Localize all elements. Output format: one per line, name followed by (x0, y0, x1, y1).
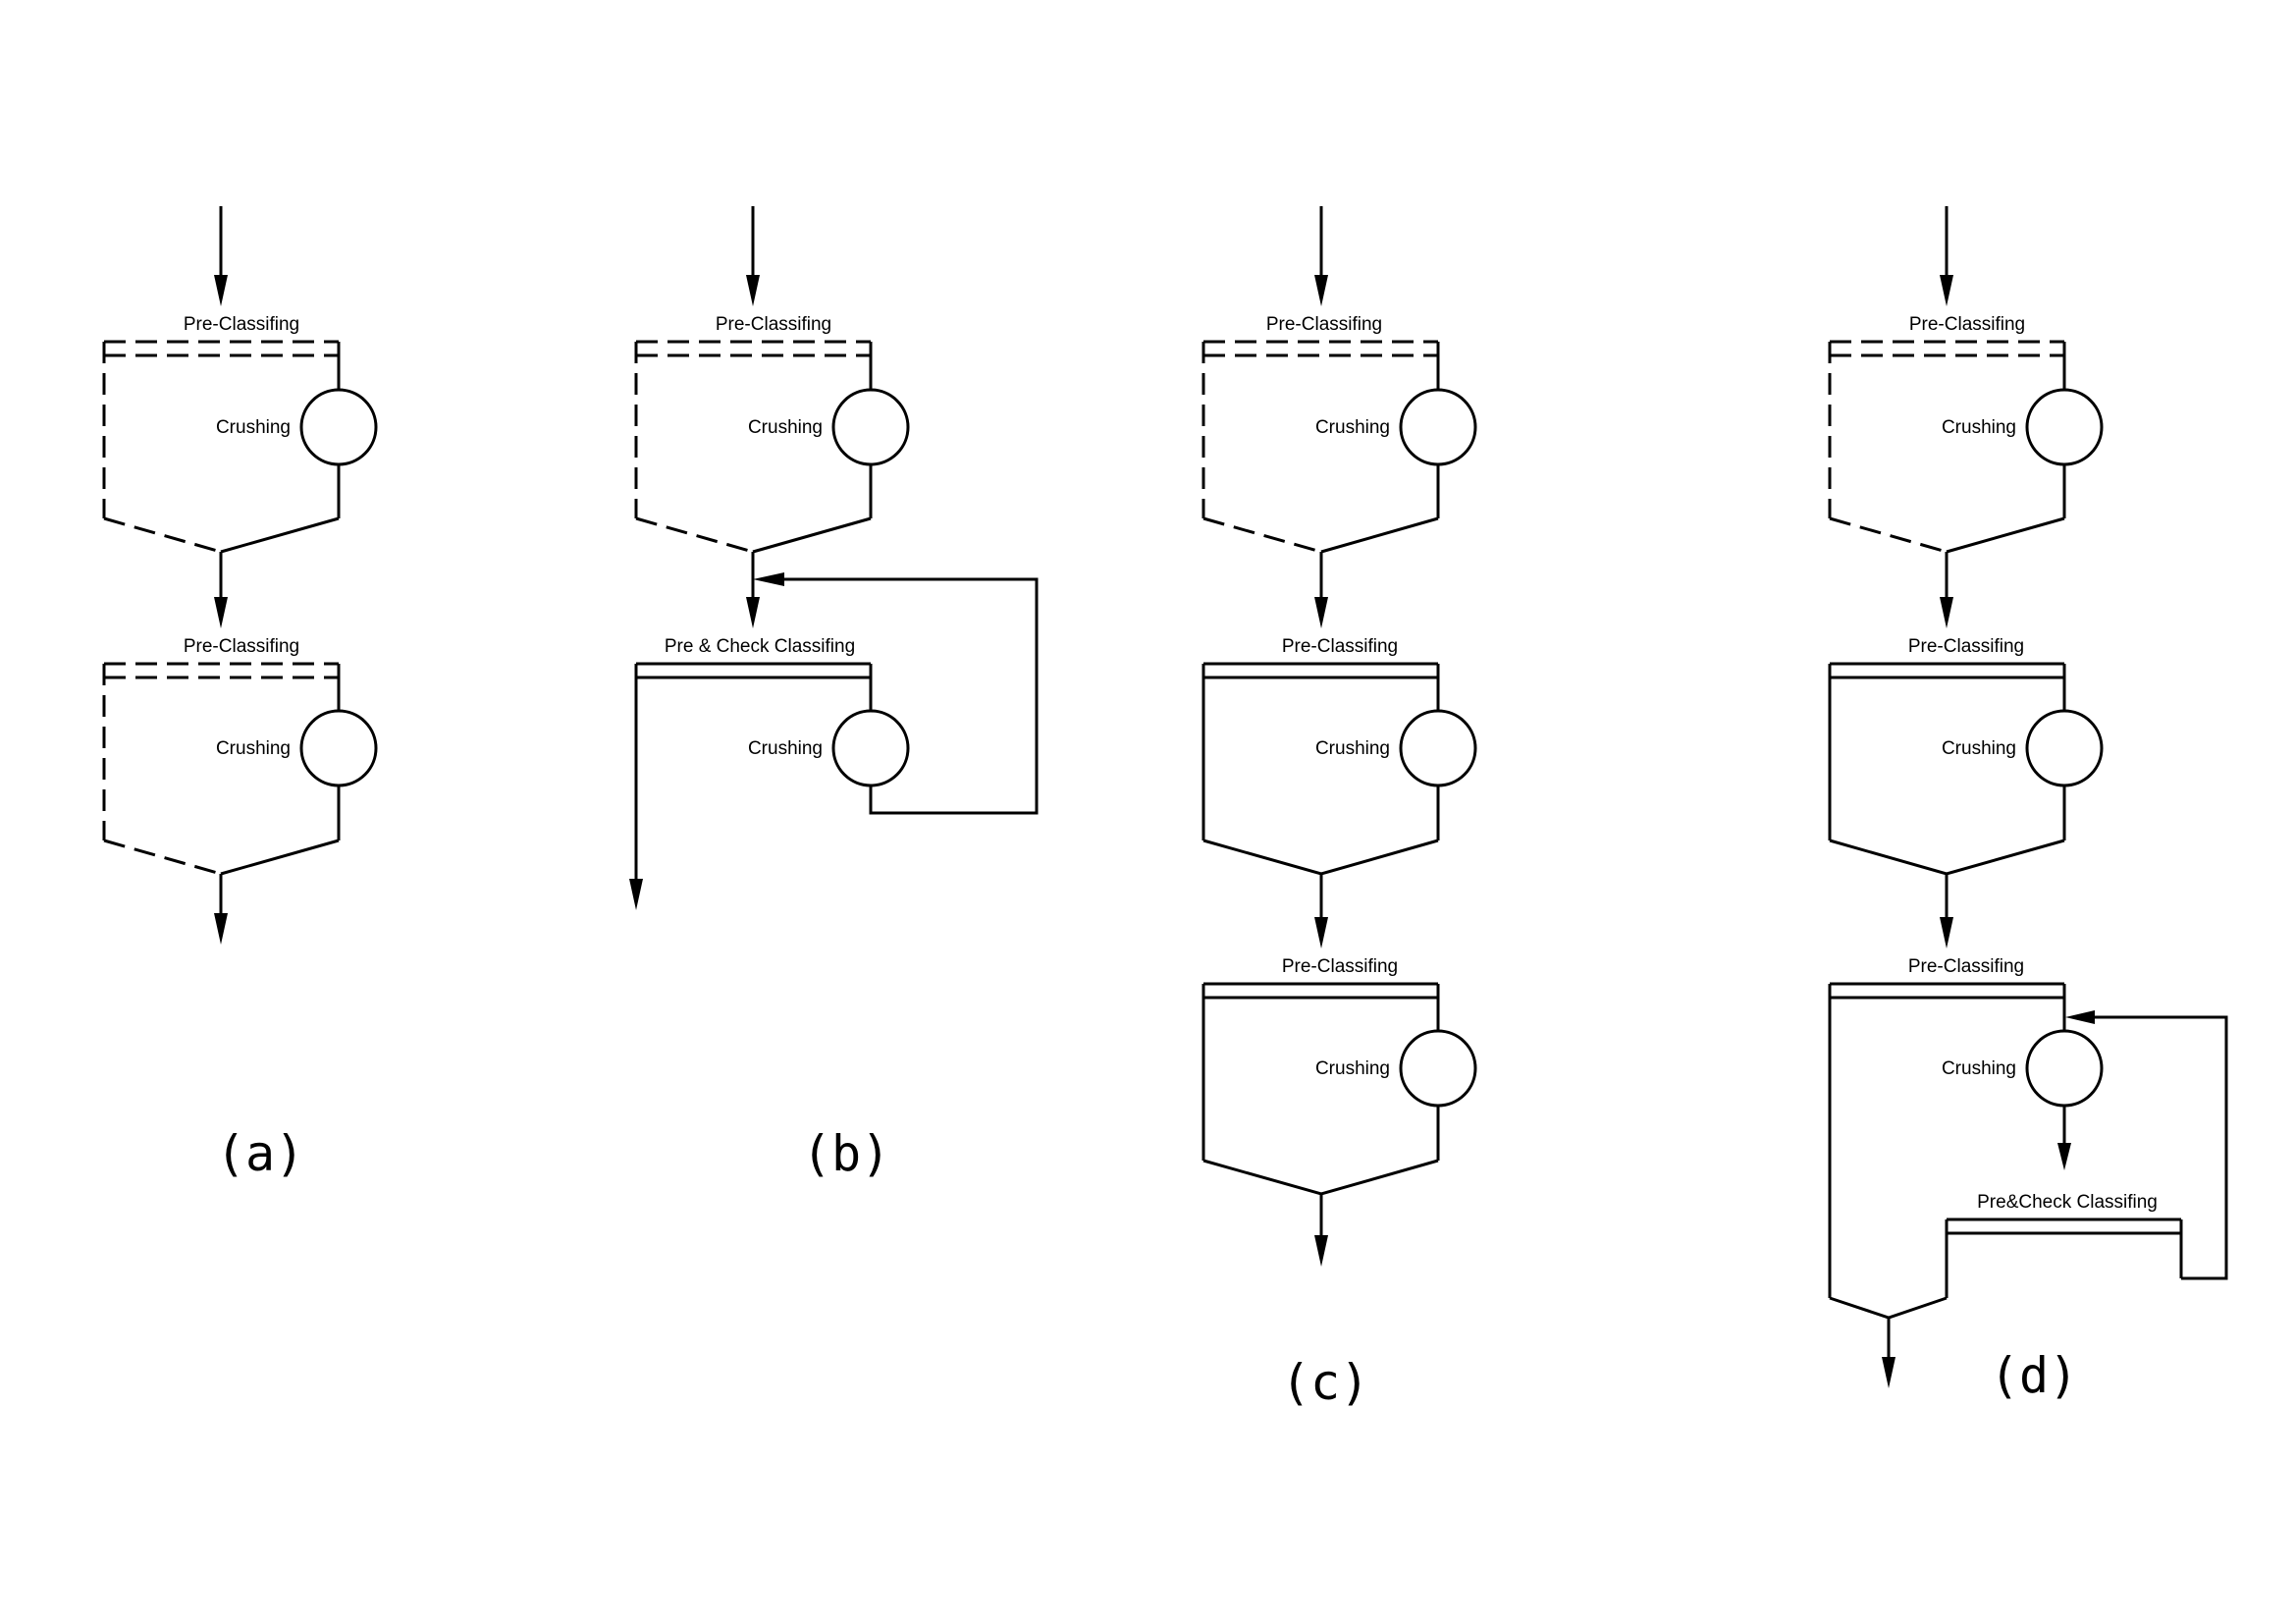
crusher-2-circle (1399, 709, 1477, 787)
stage2-screen-label: Pre-Classifing (1908, 636, 2024, 657)
check-screen-label: Pre&Check Classifing (1977, 1192, 2158, 1213)
stage3-screen-label: Pre-Classifing (1282, 956, 1398, 977)
stage1-screen-label: Pre-Classifing (716, 314, 831, 335)
caption-b: (b) (802, 1125, 890, 1182)
crusher-1-circle (1399, 388, 1477, 466)
crusher-2-circle (2025, 709, 2104, 787)
product-arrow-head (1314, 1235, 1328, 1267)
crusher-3-circle (2025, 1029, 2104, 1108)
flowsheet-a: Pre-Classifing Crushing Pre-Classifing C… (102, 206, 378, 1182)
recycle-arrow-head (2065, 1010, 2095, 1024)
stage1-screen-label: Pre-Classifing (1909, 314, 2025, 335)
crusher-2-label: Crushing (216, 738, 291, 759)
flowsheet-c: Pre-Classifing Crushing Pre-Classifing C… (1201, 206, 1477, 1411)
crusher-1-circle (831, 388, 910, 466)
crusher-1-label: Crushing (1942, 417, 2016, 438)
caption-a: (a) (216, 1125, 304, 1182)
feed-arrow-head (214, 275, 228, 306)
product-arrow-head (629, 879, 643, 910)
crusher-1-label: Crushing (1315, 417, 1390, 438)
caption-d: (d) (1990, 1347, 2078, 1404)
recycle-loop-line (771, 577, 1039, 815)
flowsheet-b: Pre-Classifing Crushing Pre & Check Clas… (629, 206, 1039, 1182)
stage1-screen-label: Pre-Classifing (184, 314, 299, 335)
crusher-3-circle (1399, 1029, 1477, 1108)
flowsheet-d: Pre-Classifing Crushing Pre-Classifing C… (1828, 206, 2228, 1404)
crusher-1-circle (2025, 388, 2104, 466)
crusher-1-label: Crushing (216, 417, 291, 438)
recycle-loop-line (2083, 1015, 2228, 1280)
crusher-3-label: Crushing (1942, 1058, 2016, 1079)
crusher-2-label: Crushing (1942, 738, 2016, 759)
crusher-2-label: Crushing (748, 738, 823, 759)
crusher-1-label: Crushing (748, 417, 823, 438)
pre-check-screen-label: Pre & Check Classifing (665, 636, 855, 657)
stage1-screen-label: Pre-Classifing (1266, 314, 1382, 335)
stage2-screen-label: Pre-Classifing (1282, 636, 1398, 657)
crusher-3-label: Crushing (1315, 1058, 1390, 1079)
product-arrow-head (214, 913, 228, 945)
crusher-2-circle (299, 709, 378, 787)
stage3-screen-label: Pre-Classifing (1908, 956, 2024, 977)
stage2-screen-label: Pre-Classifing (184, 636, 299, 657)
crusher-2-circle (831, 709, 910, 787)
crusher-1-circle (299, 388, 378, 466)
crusher-2-label: Crushing (1315, 738, 1390, 759)
caption-c: (c) (1281, 1354, 1369, 1411)
recycle-arrow-head (753, 572, 784, 586)
product-arrow-head (1882, 1357, 1896, 1388)
